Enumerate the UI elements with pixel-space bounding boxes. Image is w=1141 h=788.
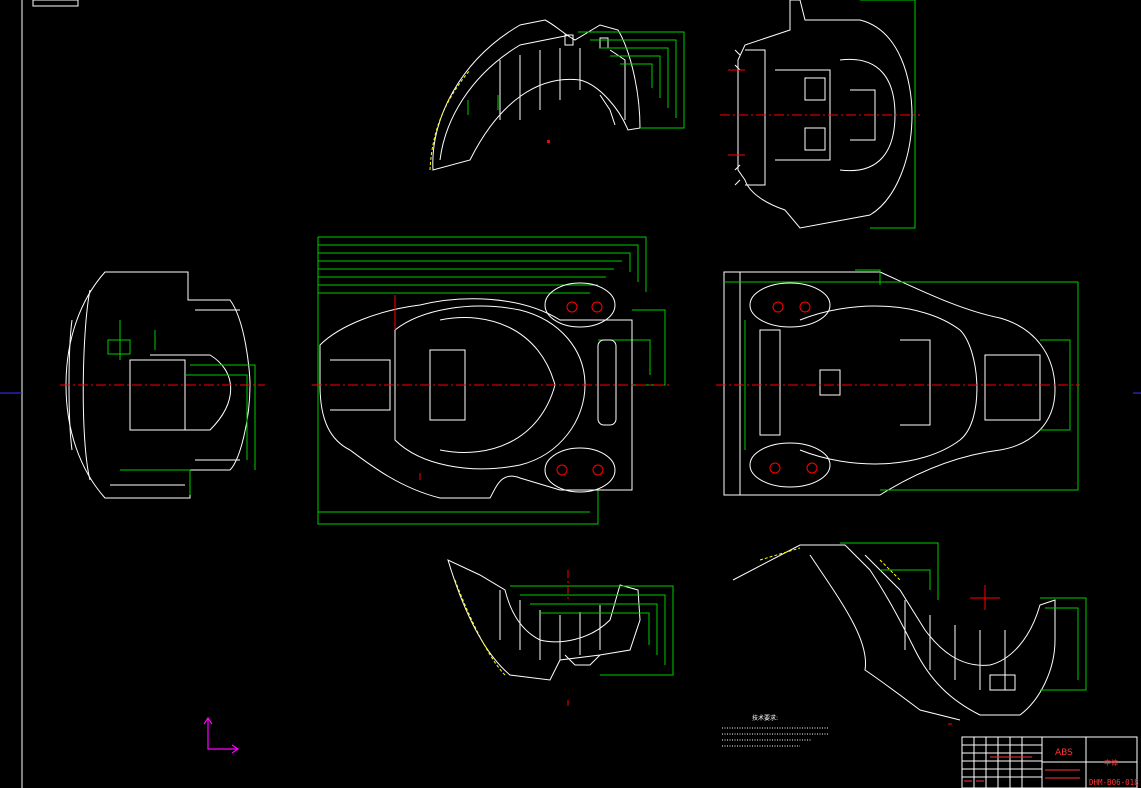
technical-notes: 技术要求: [722,714,828,747]
title-block-drawing-number: DHM-B06-018 [1089,778,1139,787]
side-view-left[interactable] [60,271,265,499]
top-view-center[interactable] [312,236,670,525]
section-view-top-left[interactable] [429,19,685,171]
title-block-material: ABS [1055,748,1073,758]
front-view-top-right[interactable] [720,0,920,229]
title-block-part-name: 中体 [1104,758,1118,767]
ucs-axis-icon [203,716,240,754]
section-view-bottom-right[interactable] [732,542,1087,725]
title-block: ABS 中体 DHM-B06-018 [961,736,1139,788]
notes-heading: 技术要求: [752,714,778,722]
section-view-bottom-center[interactable] [447,559,674,706]
bottom-view-right[interactable] [716,269,1080,496]
